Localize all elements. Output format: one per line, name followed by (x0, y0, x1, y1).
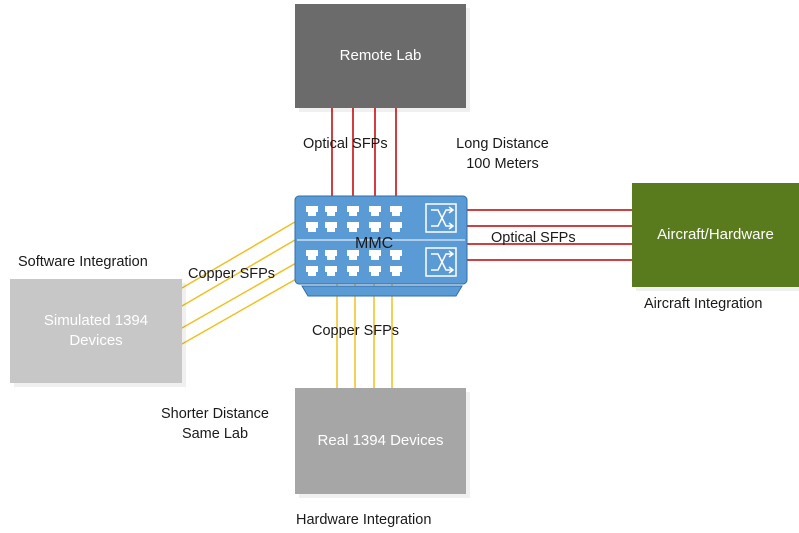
rj45-port-icon (369, 266, 381, 276)
real-devices-node: Real 1394 Devices (295, 388, 466, 494)
rj45-port-icon (325, 206, 337, 216)
rj45-port-icon (325, 250, 337, 260)
shorter-distance-label: Shorter Distance Same Lab (140, 404, 290, 444)
optical-sfps-top-label: Optical SFPs (303, 136, 388, 152)
bottom-port-group (306, 250, 402, 276)
rj45-port-icon (390, 222, 402, 232)
rj45-port-icon (347, 206, 359, 216)
simulated-devices-label: Simulated 1394 Devices (43, 312, 149, 349)
copper-sfps-bottom-label: Copper SFPs (312, 323, 400, 339)
copper-link (181, 211, 313, 289)
shorter-distance-line2: Same Lab (181, 426, 249, 442)
rj45-port-icon (390, 250, 402, 260)
rj45-port-icon (390, 266, 402, 276)
rj45-port-icon (369, 250, 381, 260)
rj45-port-icon (306, 266, 318, 276)
remote-lab-label: Remote Lab (339, 47, 422, 64)
rj45-port-icon (369, 222, 381, 232)
switch-base (301, 285, 463, 297)
optical-links-aircraft (465, 209, 632, 261)
software-integration-label: Software Integration (18, 254, 148, 270)
rj45-port-icon (306, 206, 318, 216)
rj45-port-icon (347, 266, 359, 276)
long-distance-line2: 100 Meters (466, 156, 539, 172)
crossover-arrows-icon (425, 247, 457, 277)
copper-sfps-left-label: Copper SFPs (188, 266, 276, 282)
copper-link (181, 269, 313, 345)
rj45-port-icon (390, 206, 402, 216)
long-distance-label: Long Distance 100 Meters (440, 134, 565, 174)
copper-links-simulated (181, 211, 313, 345)
rj45-port-icon (347, 250, 359, 260)
rj45-port-icon (347, 222, 359, 232)
copper-link (181, 253, 313, 329)
mmc-label: MMC (355, 235, 394, 252)
simulated-devices-node: Simulated 1394 Devices (10, 279, 182, 383)
rj45-port-icon (325, 266, 337, 276)
remote-lab-node: Remote Lab (295, 4, 466, 108)
aircraft-hardware-node: Aircraft/Hardware (632, 183, 799, 287)
real-devices-label: Real 1394 Devices (317, 432, 444, 449)
long-distance-line1: Long Distance (456, 136, 549, 152)
copper-link (181, 229, 313, 307)
rj45-port-icon (369, 206, 381, 216)
rj45-port-icon (325, 222, 337, 232)
mmc-switch (294, 195, 468, 297)
rj45-port-icon (306, 222, 318, 232)
aircraft-hardware-label: Aircraft/Hardware (657, 226, 774, 243)
rj45-port-icon (306, 250, 318, 260)
aircraft-integration-label: Aircraft Integration (644, 296, 763, 312)
optical-links-remote (331, 108, 397, 210)
hardware-integration-label: Hardware Integration (296, 512, 432, 528)
optical-sfps-right-label: Optical SFPs (491, 230, 576, 246)
crossover-arrows-icon (425, 203, 457, 233)
top-port-group (306, 206, 402, 232)
shorter-distance-line1: Shorter Distance (161, 406, 269, 422)
